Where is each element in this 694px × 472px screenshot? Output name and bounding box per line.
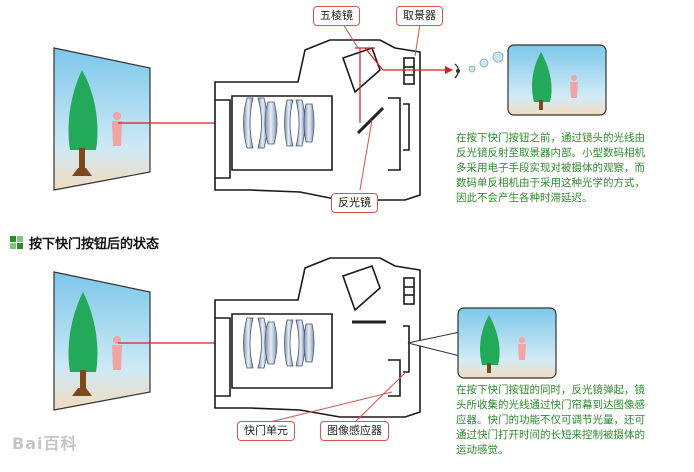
eye-icon <box>454 63 460 79</box>
section-title: 按下快门按钮后的状态 <box>10 233 159 252</box>
subject-scene-top <box>53 47 151 191</box>
viewfinder-label: 取景器 <box>396 6 443 26</box>
reflex-mirror-label: 反光镜 <box>331 193 378 213</box>
section-bullet-icon <box>10 236 23 249</box>
watermark-logo: Bai百科 <box>12 434 78 453</box>
pentaprism-label: 五棱镜 <box>313 6 360 26</box>
lens-elements-bottom <box>243 317 315 369</box>
top-description: 在按下快门按钮之前，通过镜头的光线由 反光镜反射至取景器内部。小型数码相机 多采… <box>456 132 645 204</box>
bottom-description: 在按下快门按钮的同时，反光镜弹起，镜 头所收集的光线通过快门帘幕到达图像感 应器… <box>456 384 645 456</box>
image-sensor-label: 图像感应器 <box>320 421 389 441</box>
viewfinder-image <box>507 44 607 116</box>
subject-scene-bottom <box>53 271 151 411</box>
sensor-image <box>407 307 557 379</box>
lens-elements-top <box>243 97 315 149</box>
shutter-unit-label: 快门单元 <box>237 421 295 441</box>
camera-body-top <box>214 39 421 201</box>
